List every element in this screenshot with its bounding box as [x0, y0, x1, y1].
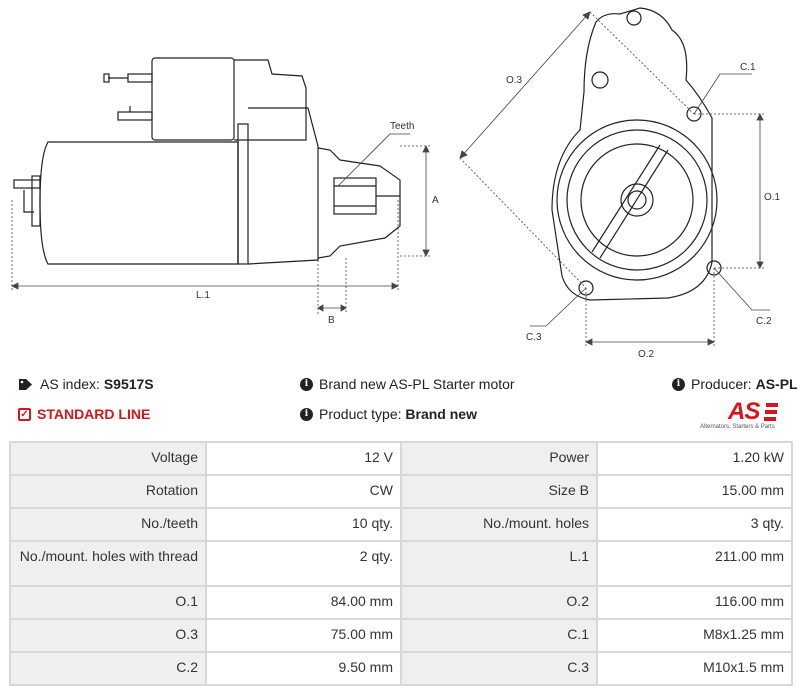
solenoid [151, 57, 235, 141]
side-dimensions [11, 133, 432, 314]
spec-label: C.1 [400, 618, 598, 653]
producer: i Producer: AS-PL [672, 373, 798, 395]
drive-housing [247, 107, 319, 265]
spec-label: No./mount. holes [400, 507, 598, 542]
spec-label: C.2 [9, 651, 207, 686]
flange-outline [551, 7, 713, 301]
spec-value: 9.50 mm [205, 651, 402, 686]
standard-line-text: STANDARD LINE [37, 406, 151, 422]
as-index: AS index: S9517S [18, 373, 154, 395]
label-teeth: Teeth [390, 121, 414, 132]
side-view [13, 57, 401, 265]
spec-value: 84.00 mm [205, 585, 402, 620]
spec-label: O.1 [9, 585, 207, 620]
label-b: B [328, 315, 335, 326]
starter-motor-drawing: Teeth A L.1 B [11, 7, 781, 360]
teeth-leader [337, 133, 410, 187]
spec-value: 15.00 mm [596, 474, 793, 509]
solenoid-cap [234, 59, 307, 141]
spec-label: C.3 [400, 651, 598, 686]
spec-label: O.3 [9, 618, 207, 653]
logo-stripes [764, 403, 778, 421]
producer-value: AS-PL [755, 376, 798, 392]
spec-value: 12 V [205, 441, 402, 476]
dim-o3-line [459, 11, 591, 159]
label-a: A [432, 195, 439, 206]
terminal-bottom [117, 111, 153, 121]
c1-leader [693, 73, 752, 115]
spec-label: Rotation [9, 474, 207, 509]
as-index-value: S9517S [103, 376, 154, 392]
check-square-icon: ✓ [18, 407, 31, 421]
as-index-label: AS index: [40, 376, 100, 392]
spec-value: 75.00 mm [205, 618, 402, 653]
standard-line: ✓ STANDARD LINE [18, 403, 150, 425]
spec-label: O.2 [400, 585, 598, 620]
label-o3: O.3 [506, 75, 523, 86]
brand-new-text: Brand new AS-PL Starter motor [319, 376, 515, 392]
motor-body [39, 141, 239, 265]
hole-c2 [706, 260, 722, 276]
product-type-label: Product type: [319, 406, 402, 422]
nose [317, 147, 401, 259]
spec-value: 1.20 kW [596, 441, 793, 476]
spec-value: CW [205, 474, 402, 509]
label-c1: C.1 [740, 62, 756, 73]
spec-value: 116.00 mm [596, 585, 793, 620]
spec-label: Voltage [9, 441, 207, 476]
spec-value: 3 qty. [596, 507, 793, 542]
label-o2: O.2 [638, 349, 655, 360]
info-circle-icon: i [672, 377, 685, 391]
product-type: i Product type: Brand new [300, 403, 477, 425]
terminal-top [127, 73, 153, 83]
spec-value: 211.00 mm [596, 540, 793, 587]
spec-label: L.1 [400, 540, 598, 587]
info-circle-icon: i [300, 407, 313, 421]
hole-c3 [578, 280, 594, 296]
technical-drawing: Teeth A L.1 B [11, 7, 781, 360]
c2-leader [713, 267, 770, 311]
spec-label: Power [400, 441, 598, 476]
brand-new-note: i Brand new AS-PL Starter motor [300, 373, 515, 395]
spec-value: M8x1.25 mm [596, 618, 793, 653]
front-dimensions [459, 11, 770, 348]
spec-label: No./mount. holes with thread [9, 540, 207, 587]
label-o1: O.1 [764, 192, 781, 203]
front-view [551, 7, 722, 301]
producer-label: Producer: [691, 376, 752, 392]
logo-brand: AS [728, 398, 760, 425]
logo-tagline: Alternators, Starters & Parts [700, 424, 775, 430]
info-row-2: ✓ STANDARD LINE i Product type: Brand ne… [0, 403, 800, 425]
info-circle-icon: i [300, 377, 313, 391]
product-type-value: Brand new [405, 406, 477, 422]
housing-outer [556, 119, 718, 281]
as-pl-logo: AS Alternators, Starters & Parts [700, 398, 794, 432]
spec-value: 2 qty. [205, 540, 402, 587]
label-c3: C.3 [526, 332, 542, 343]
top-hole [626, 10, 642, 26]
label-l1: L.1 [196, 290, 210, 301]
hole-c1 [686, 106, 702, 122]
spec-value: M10x1.5 mm [596, 651, 793, 686]
spec-label: Size B [400, 474, 598, 509]
spec-label: No./teeth [9, 507, 207, 542]
c3-leader [530, 287, 587, 327]
label-c2: C.2 [756, 316, 772, 327]
tag-icon [18, 378, 34, 391]
spec-value: 10 qty. [205, 507, 402, 542]
info-row-1: AS index: S9517S i Brand new AS-PL Start… [0, 373, 800, 395]
